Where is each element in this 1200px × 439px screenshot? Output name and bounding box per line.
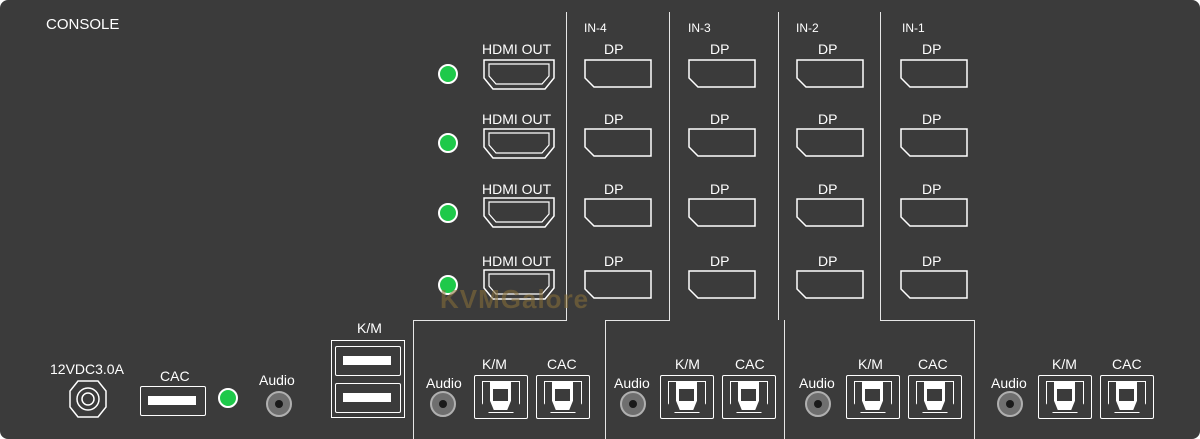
audio-label: Audio xyxy=(614,375,650,391)
dp-port-in4[interactable] xyxy=(584,128,652,157)
led-indicator xyxy=(438,133,458,153)
cac-usb-b-port[interactable] xyxy=(1100,375,1154,419)
dp-label: DP xyxy=(922,111,942,127)
dp-port-in3[interactable] xyxy=(688,128,756,157)
dp-label: DP xyxy=(604,111,624,127)
input-label-in4: IN-4 xyxy=(584,21,607,35)
bottom-divider-2 xyxy=(605,320,670,321)
bottom-divider-4 xyxy=(880,320,974,321)
dp-port-in1[interactable] xyxy=(900,59,968,88)
hdmi-out-port[interactable] xyxy=(483,269,555,300)
watermark-logo: KVMGalore xyxy=(440,284,590,314)
divider-in4 xyxy=(566,12,567,320)
dp-port-in2[interactable] xyxy=(796,128,864,157)
divider-in2 xyxy=(778,12,779,320)
audio-jack[interactable] xyxy=(620,391,646,417)
hdmi-out-port[interactable] xyxy=(483,128,555,159)
dp-label: DP xyxy=(710,111,730,127)
hdmi-out-port[interactable] xyxy=(483,59,555,90)
dp-port-in2[interactable] xyxy=(796,198,864,227)
dp-label: DP xyxy=(922,41,942,57)
dp-port-in1[interactable] xyxy=(900,270,968,299)
km-usb-b-port[interactable] xyxy=(660,375,714,419)
audio-jack[interactable] xyxy=(805,391,831,417)
audio-jack[interactable] xyxy=(997,391,1023,417)
bottom-divider-1 xyxy=(413,320,567,321)
bottom-divider-3v xyxy=(784,320,785,439)
cac-usb-a-port[interactable] xyxy=(140,386,206,416)
hdmi-out-label: HDMI OUT xyxy=(482,253,552,269)
dp-label: DP xyxy=(818,253,838,269)
cac-label: CAC xyxy=(735,356,765,372)
console-label: CONSOLE xyxy=(46,16,120,33)
km-usb-b-port[interactable] xyxy=(846,375,900,419)
dp-port-in4[interactable] xyxy=(584,270,652,299)
km-usb-b-port[interactable] xyxy=(1038,375,1092,419)
hdmi-out-label: HDMI OUT xyxy=(482,41,552,57)
power-label: 12VDC3.0A xyxy=(50,361,124,377)
dp-label: DP xyxy=(922,181,942,197)
input-label-in3: IN-3 xyxy=(688,21,711,35)
led-indicator xyxy=(218,388,238,408)
dp-label: DP xyxy=(604,181,624,197)
input-label-in2: IN-2 xyxy=(796,21,819,35)
input-label-in1: IN-1 xyxy=(902,21,925,35)
bottom-divider-4v xyxy=(974,320,975,439)
audio-jack[interactable] xyxy=(266,391,292,417)
cac-usb-b-port[interactable] xyxy=(908,375,962,419)
km-usb-a-port[interactable] xyxy=(335,383,401,413)
dp-port-in4[interactable] xyxy=(584,198,652,227)
led-indicator xyxy=(438,275,458,295)
audio-label: Audio xyxy=(259,372,295,388)
dp-label: DP xyxy=(710,253,730,269)
audio-label: Audio xyxy=(799,375,835,391)
dp-port-in4[interactable] xyxy=(584,59,652,88)
bottom-divider-1v xyxy=(413,320,414,439)
audio-label: Audio xyxy=(991,375,1027,391)
dp-port-in3[interactable] xyxy=(688,270,756,299)
audio-jack[interactable] xyxy=(430,391,456,417)
km-label: K/M xyxy=(1052,356,1077,372)
hdmi-out-port[interactable] xyxy=(483,197,555,228)
dp-label: DP xyxy=(818,181,838,197)
dp-label: DP xyxy=(604,41,624,57)
cac-label: CAC xyxy=(918,356,948,372)
led-indicator xyxy=(438,203,458,223)
km-label: K/M xyxy=(675,356,700,372)
cac-label: CAC xyxy=(1112,356,1142,372)
km-label: K/M xyxy=(482,356,507,372)
km-label: K/M xyxy=(357,320,382,336)
power-jack[interactable] xyxy=(68,379,108,419)
dp-label: DP xyxy=(604,253,624,269)
led-indicator xyxy=(438,64,458,84)
dp-label: DP xyxy=(922,253,942,269)
dp-port-in2[interactable] xyxy=(796,270,864,299)
km-label: K/M xyxy=(858,356,883,372)
hdmi-out-label: HDMI OUT xyxy=(482,181,552,197)
dp-port-in3[interactable] xyxy=(688,59,756,88)
cac-usb-b-port[interactable] xyxy=(722,375,776,419)
dp-port-in1[interactable] xyxy=(900,128,968,157)
hdmi-out-label: HDMI OUT xyxy=(482,111,552,127)
dp-port-in3[interactable] xyxy=(688,198,756,227)
km-usb-b-port[interactable] xyxy=(474,375,528,419)
dp-port-in2[interactable] xyxy=(796,59,864,88)
divider-in1 xyxy=(880,12,881,320)
dp-label: DP xyxy=(818,41,838,57)
audio-label: Audio xyxy=(426,375,462,391)
dp-port-in1[interactable] xyxy=(900,198,968,227)
dp-label: DP xyxy=(818,111,838,127)
divider-in3 xyxy=(669,12,670,320)
cac-label: CAC xyxy=(547,356,577,372)
cac-label: CAC xyxy=(160,368,190,384)
dp-label: DP xyxy=(710,41,730,57)
km-usb-hub xyxy=(331,340,405,418)
bottom-divider-2v xyxy=(605,320,606,439)
km-usb-a-port[interactable] xyxy=(335,346,401,376)
cac-usb-b-port[interactable] xyxy=(536,375,590,419)
dp-label: DP xyxy=(710,181,730,197)
